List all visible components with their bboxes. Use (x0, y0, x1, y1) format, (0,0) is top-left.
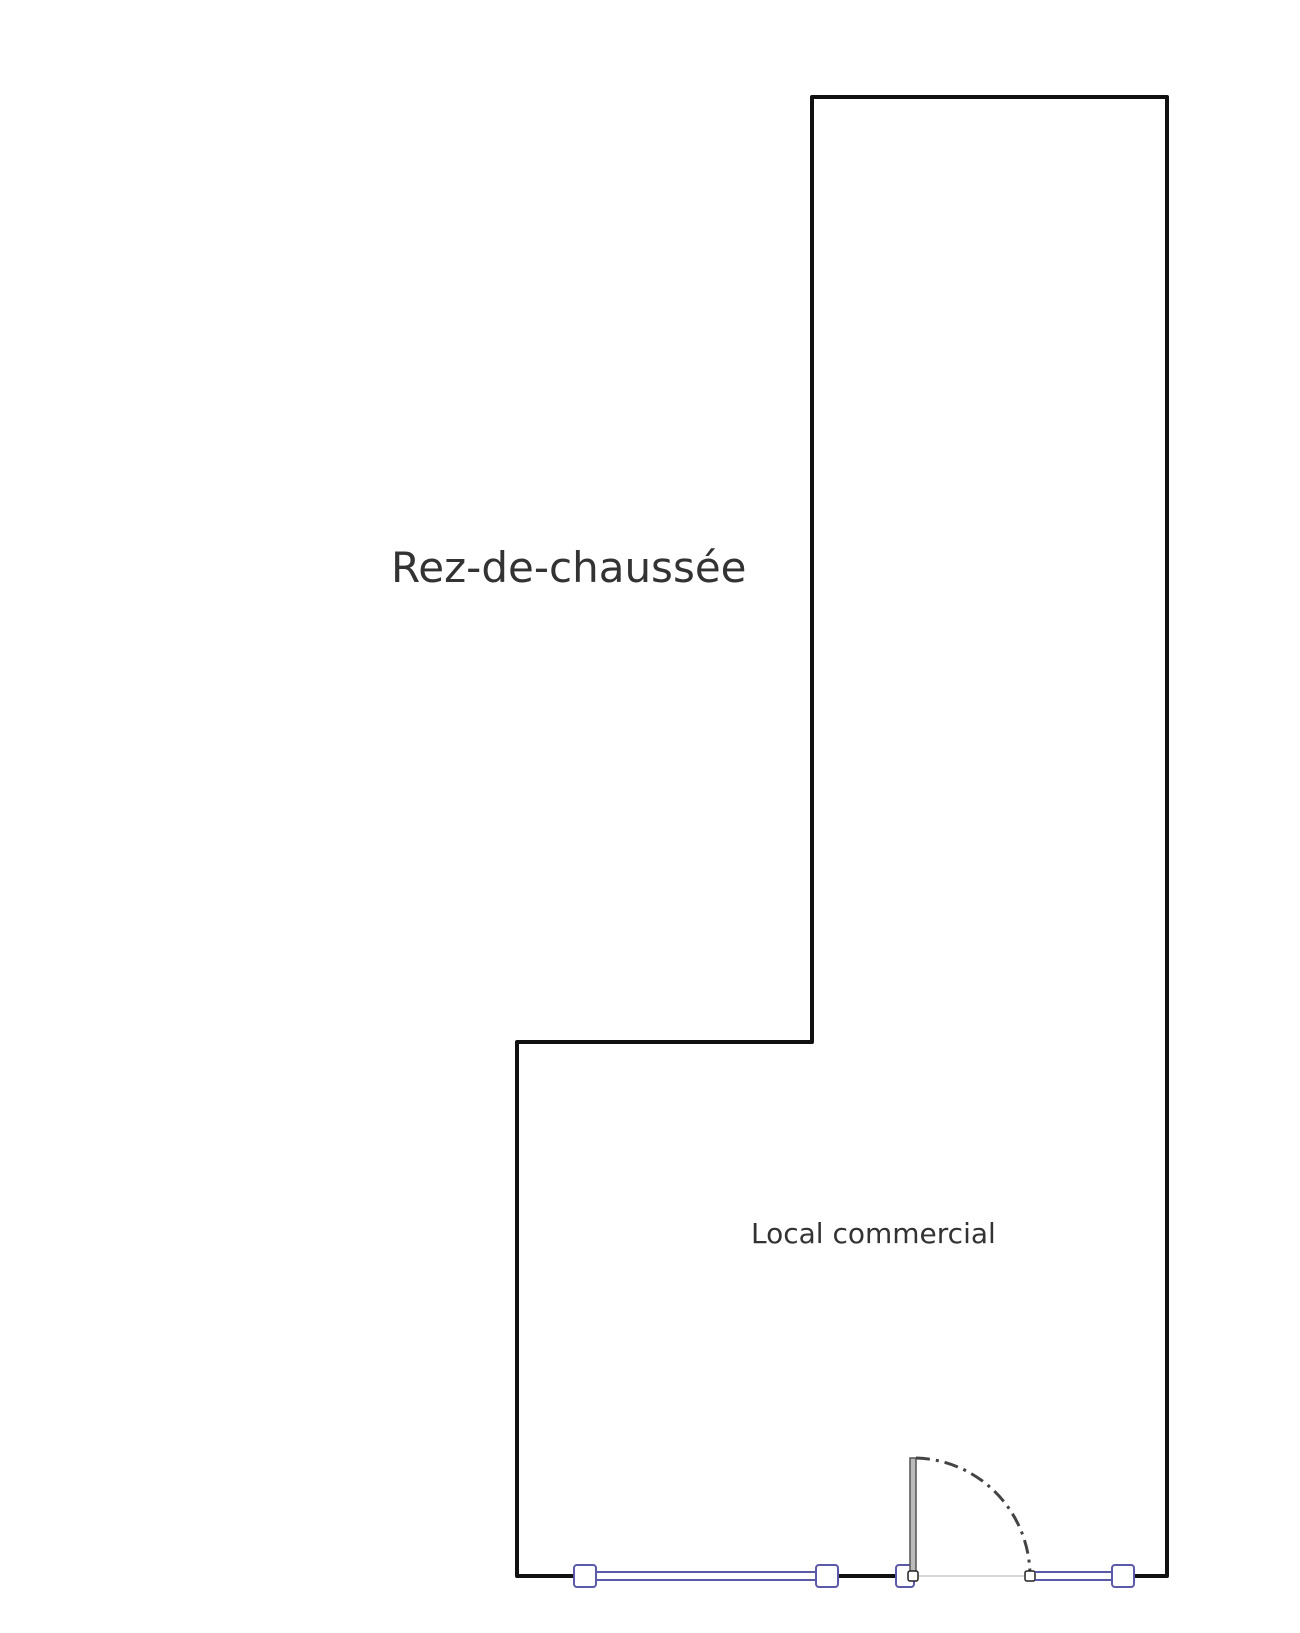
room-label: Local commercial (751, 1217, 996, 1250)
door (895, 1456, 1036, 1588)
exterior-wall (515, 95, 1169, 1578)
floor-title: Rez-de-chaussée (391, 543, 747, 592)
window-right (1035, 1564, 1135, 1588)
window-left (573, 1564, 839, 1588)
